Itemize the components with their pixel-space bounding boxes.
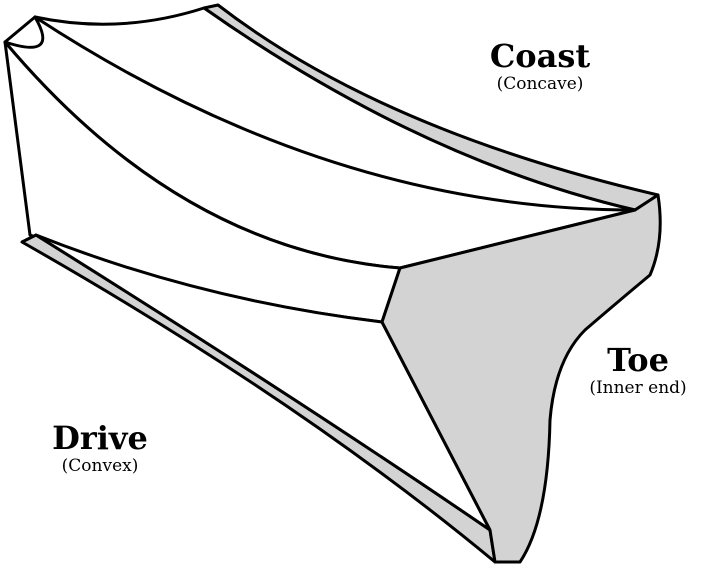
coast-label-group: Coast (Concave) (470, 38, 610, 94)
drive-label-group: Drive (Convex) (20, 420, 180, 476)
coast-subtitle: (Concave) (470, 74, 610, 94)
drive-title: Drive (20, 420, 180, 456)
toe-subtitle: (Inner end) (568, 378, 701, 398)
toe-label-group: Toe (Inner end) (568, 342, 701, 398)
toe-title: Toe (568, 342, 701, 378)
coast-title: Coast (470, 38, 610, 74)
drive-subtitle: (Convex) (20, 456, 180, 476)
